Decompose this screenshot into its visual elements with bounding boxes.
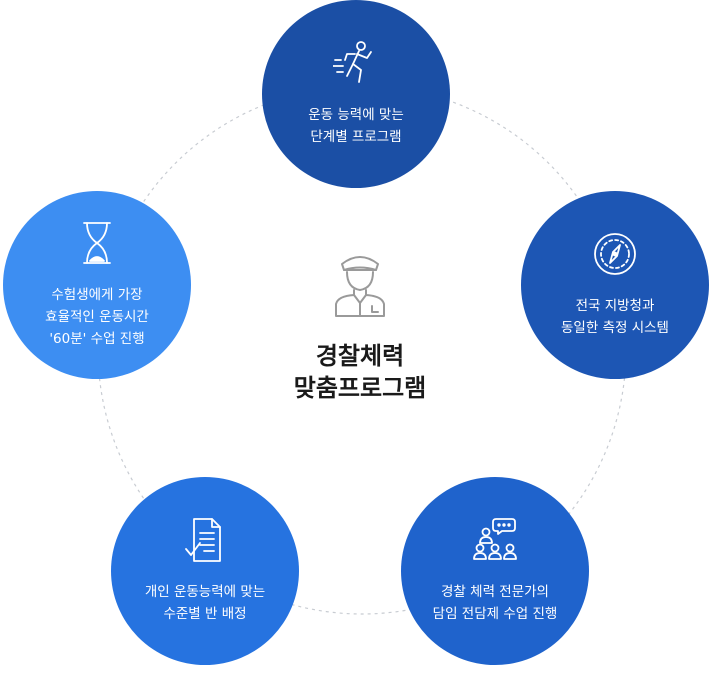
node-text-line: 동일한 측정 시스템 xyxy=(561,320,669,336)
node-stepped-program: 운동 능력에 맞는 단계별 프로그램 xyxy=(262,0,450,188)
node-text-line: 운동 능력에 맞는 xyxy=(308,107,404,123)
center-title-line: 맞춤프로그램 xyxy=(293,374,427,402)
node-text-line: 효율적인 운동시간 xyxy=(45,309,149,325)
node-measurement-system: 전국 지방청과 동일한 측정 시스템 xyxy=(521,191,709,379)
node-text-line: 전국 지방청과 xyxy=(575,298,655,314)
node-text-line: 개인 운동능력에 맞는 xyxy=(144,584,266,600)
node-text-line: '60분' 수업 진행 xyxy=(49,331,145,347)
node-text-line: 단계별 프로그램 xyxy=(310,129,402,145)
node-text-line: 수준별 반 배정 xyxy=(163,606,247,622)
node-text-line: 담임 전담제 수업 진행 xyxy=(432,606,558,622)
center-title-line: 경찰체력 xyxy=(315,342,405,370)
running-person-icon xyxy=(333,41,372,83)
node-60min-class: 수험생에게 가장 효율적인 운동시간 '60분' 수업 진행 xyxy=(3,191,191,379)
node-text-line: 수험생에게 가장 xyxy=(51,287,143,303)
police-officer-icon xyxy=(335,256,385,317)
group-discussion-icon xyxy=(473,518,517,560)
compass-icon xyxy=(594,233,636,275)
hourglass-icon xyxy=(83,222,111,264)
checklist-document-icon xyxy=(185,518,221,562)
node-expert-instructor: 경찰 체력 전문가의 담임 전담제 수업 진행 xyxy=(401,477,589,665)
node-text-line: 경찰 체력 전문가의 xyxy=(441,584,549,600)
center-title-block: 경찰체력 맞춤프로그램 xyxy=(260,248,460,428)
node-level-class: 개인 운동능력에 맞는 수준별 반 배정 xyxy=(111,477,299,665)
center-title: 경찰체력 맞춤프로그램 xyxy=(294,340,426,404)
